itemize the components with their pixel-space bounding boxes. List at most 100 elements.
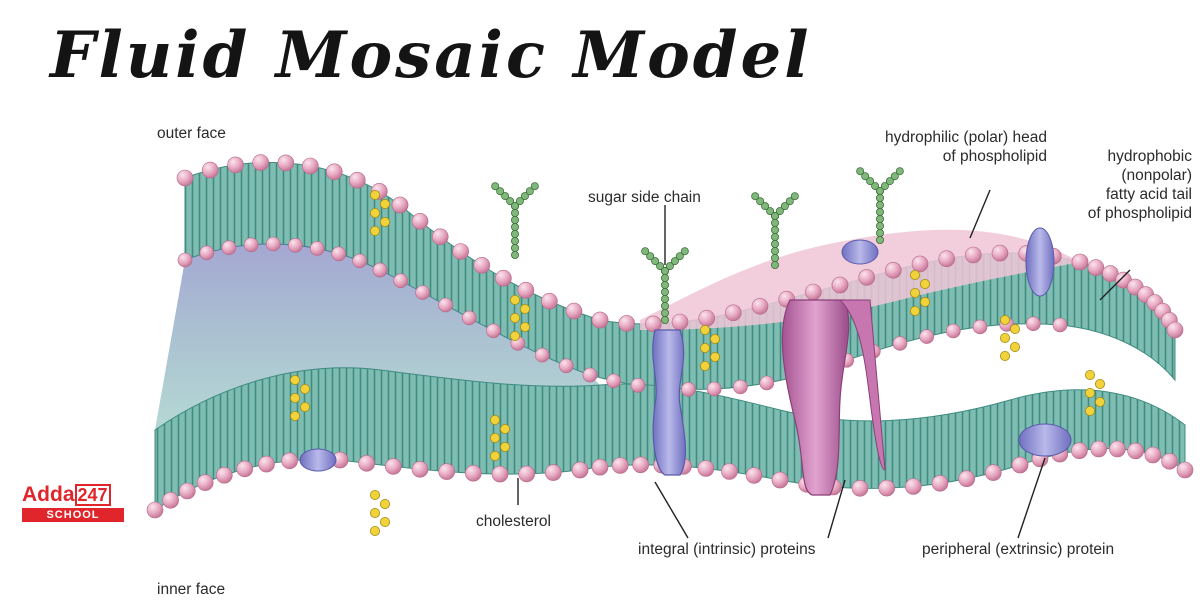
sugar-unit — [665, 262, 674, 271]
sugar-unit — [876, 221, 885, 230]
cholesterol-ring — [710, 351, 721, 362]
sugar-unit — [885, 177, 894, 186]
phospholipid-head — [495, 269, 512, 287]
cholesterol-ring — [1000, 350, 1011, 361]
cholesterol-ring — [910, 305, 921, 316]
sugar-unit — [866, 177, 875, 186]
phospholipid-head — [1026, 316, 1041, 332]
phospholipid-head — [1176, 461, 1194, 479]
pointer-hydrophobic — [1099, 269, 1131, 301]
cholesterol-ring — [509, 330, 520, 341]
phospholipid-head — [582, 367, 598, 383]
sugar-unit — [680, 247, 689, 256]
phospholipid-head — [461, 310, 477, 326]
sugar-unit — [761, 202, 770, 211]
sugar-unit — [661, 294, 670, 303]
phospholipid-head — [945, 323, 961, 339]
phospholipid-head — [606, 373, 622, 389]
phospholipid-head — [724, 304, 742, 322]
phospholipid-head — [644, 315, 662, 333]
page-title: Fluid Mosaic Model — [50, 18, 812, 93]
phospholipid-head — [972, 319, 988, 335]
sugar-unit — [771, 232, 780, 241]
sugar-unit — [890, 172, 899, 181]
phospholipid-head — [325, 163, 343, 181]
sugar-unit — [876, 214, 885, 223]
phospholipid-head — [911, 255, 929, 273]
sugar-unit — [880, 182, 889, 191]
sugar-unit — [501, 192, 510, 201]
label-peripheral-protein: peripheral (extrinsic) protein — [922, 541, 1115, 558]
cholesterol-ring — [499, 441, 510, 452]
phospholipid-head — [1109, 440, 1126, 458]
sugar-unit — [771, 218, 780, 227]
cholesterol-ring — [920, 296, 931, 307]
cholesterol-ring — [289, 392, 300, 403]
sugar-unit — [661, 301, 670, 310]
phospholipid-head — [252, 154, 270, 171]
phospholipid-head — [931, 474, 949, 492]
sugar-unit — [661, 273, 670, 282]
phospholipid-head — [534, 347, 550, 363]
sugar-unit — [656, 262, 665, 271]
cholesterol-ring — [1085, 405, 1096, 416]
phospholipid-head — [277, 154, 295, 172]
phospholipid-head — [393, 273, 409, 289]
cholesterol-ring — [910, 269, 921, 280]
phospholipid-head — [162, 491, 179, 509]
cholesterol-ring — [289, 410, 300, 421]
label-integral-proteins: integral (intrinsic) proteins — [638, 541, 816, 558]
phospholipid-head — [1071, 253, 1089, 271]
cholesterol-ring — [509, 312, 520, 323]
cholesterol-ring — [369, 189, 380, 200]
sugar-unit — [756, 197, 765, 206]
phospholipid-head — [884, 261, 902, 279]
logo-number: 247 — [74, 484, 111, 506]
sugar-unit — [651, 257, 660, 266]
phospholipid-head — [697, 460, 715, 477]
phospholipid-head — [591, 311, 609, 329]
sugar-unit — [876, 235, 885, 244]
peripheral-protein-2 — [299, 448, 337, 472]
label-hydrophilic-line2: of phospholipid — [942, 148, 1047, 165]
phospholipid-head — [411, 213, 429, 230]
sugar-unit — [766, 207, 775, 216]
cholesterol-ring — [299, 401, 310, 412]
cholesterol-ring — [509, 294, 520, 305]
phospholipid-head — [958, 470, 976, 488]
phospholipid-head — [216, 466, 233, 484]
sugar-unit — [496, 187, 505, 196]
peripheral-protein-3 — [1025, 227, 1055, 297]
phospholipid-head — [1087, 259, 1105, 276]
phospholipid-head — [348, 171, 366, 189]
sugar-unit — [771, 246, 780, 255]
cholesterol-ring — [700, 324, 711, 335]
sugar-unit — [771, 225, 780, 234]
sugar-unit — [646, 252, 655, 261]
cholesterol-ring — [520, 303, 531, 314]
cholesterol-ring — [700, 360, 711, 371]
sugar-unit — [751, 192, 760, 201]
cholesterol-ring — [489, 432, 500, 443]
sugar-unit — [771, 239, 780, 248]
phospholipid-head — [411, 460, 429, 478]
sugar-unit — [510, 229, 519, 238]
label-hydrophobic-tail: hydrophobic (nonpolar) fatty acid tail o… — [1060, 147, 1192, 223]
cholesterol-ring — [710, 333, 721, 344]
phospholipid-head — [146, 501, 164, 519]
cholesterol-ring — [369, 526, 380, 537]
cholesterol-ring — [379, 216, 390, 227]
phospholipid-head — [243, 237, 259, 253]
phospholipid-head — [265, 236, 281, 252]
phospholipid-head — [415, 285, 430, 300]
sugar-unit — [510, 222, 519, 231]
peripheral-protein-4 — [841, 239, 879, 265]
sugar-unit — [790, 192, 799, 201]
cholesterol-molecules — [289, 189, 1106, 537]
phospholipid-head — [199, 245, 215, 261]
phospholipid-head — [919, 329, 935, 344]
phospholipid-head — [831, 276, 849, 294]
label-inner-face: inner face — [157, 581, 226, 598]
